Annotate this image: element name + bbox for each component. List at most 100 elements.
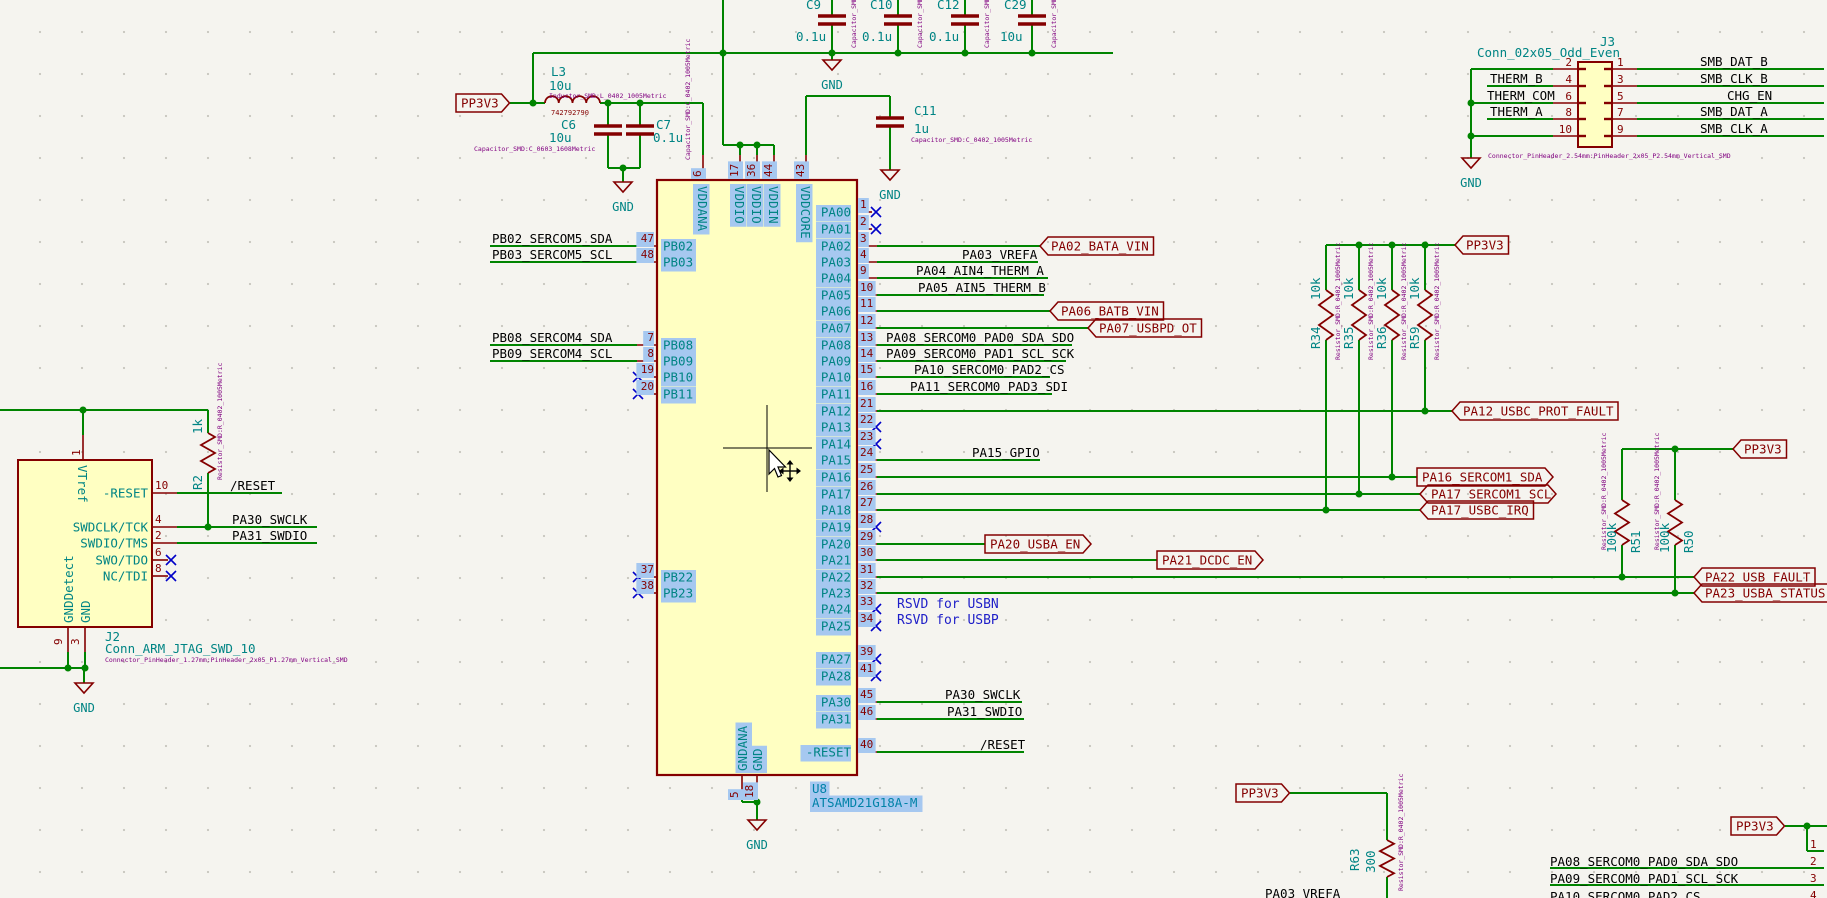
net-label[interactable]: SMB_CLK_B	[1700, 71, 1768, 86]
pin-number-PA17[interactable]: 26	[858, 480, 876, 495]
pin-number-VDDCORE[interactable]: 43	[794, 164, 807, 177]
power-label-pp3v3-text[interactable]: PP3V3	[461, 96, 499, 111]
pin-name-j2-10[interactable]: -RESET	[103, 486, 149, 501]
pin-number-j2-8[interactable]: 8	[155, 562, 162, 575]
pin-name-PA13[interactable]: PA13	[816, 420, 851, 437]
pin-name-PA18[interactable]: PA18	[821, 503, 851, 518]
hier-label-pa02_bata_vin-text[interactable]: PA02_BATA_VIN	[1051, 239, 1149, 254]
pin-name-GND[interactable]: GND	[750, 748, 765, 771]
pin-number-PA20[interactable]: 29	[858, 530, 876, 545]
pin-number-j2-9[interactable]: 9	[52, 638, 65, 645]
net-label[interactable]: CHG_EN	[1727, 88, 1772, 103]
net-label[interactable]: PA31_SWDIO	[232, 528, 307, 543]
hier-label-pa16_sercom1_sda[interactable]	[1416, 467, 1555, 487]
net-label[interactable]: PA30_SWCLK	[945, 687, 1021, 702]
pin-name-j2-9[interactable]: GNDDetect	[61, 555, 76, 623]
value-R59[interactable]: 10k	[1407, 277, 1422, 300]
value-R34[interactable]: 10k	[1308, 277, 1323, 300]
junction-dot[interactable]	[736, 141, 744, 149]
pin-number-PA21[interactable]: 30	[858, 546, 876, 561]
pin-name-PA14[interactable]: PA14	[821, 437, 851, 452]
pin-name-PA20[interactable]: PA20	[816, 537, 851, 554]
net-label[interactable]: /RESET	[980, 737, 1026, 752]
net-label[interactable]: PA03_VREFA	[1265, 886, 1341, 898]
pin-number-GNDANA[interactable]: 5	[728, 789, 743, 800]
gnd-symbol[interactable]	[1460, 157, 1482, 170]
pin-number-j2-1[interactable]: 1	[70, 449, 83, 456]
pin-number-PA04[interactable]: 9	[858, 264, 869, 279]
net-label[interactable]: PA03_VREFA	[1265, 886, 1341, 898]
value-C7[interactable]: 0.1u	[653, 130, 683, 145]
power-label-pp3v3[interactable]	[1731, 439, 1788, 459]
pin-number-edge-1[interactable]: 1	[1810, 838, 1817, 851]
pin-name-VDDIO[interactable]: VDDIO	[749, 186, 764, 224]
footprint-R59[interactable]: Resistor_SMD:R_0402_1005Metric	[1433, 243, 1441, 360]
pin-name-PA07[interactable]: PA07	[816, 321, 851, 338]
pin-name-PA11[interactable]: PA11	[816, 387, 851, 404]
net-label[interactable]: PA11_SERCOM0_PAD3_SDI	[910, 379, 1068, 394]
pin-number-PA08[interactable]: 13	[858, 331, 876, 346]
pin-number-PA09[interactable]: 14	[860, 347, 874, 360]
pin-number-VDDIO[interactable]: 36	[745, 164, 758, 177]
pin-number-j2-3[interactable]: 3	[69, 638, 82, 645]
value-C11[interactable]: 1u	[914, 121, 929, 136]
value-C12[interactable]: 0.1u	[929, 29, 959, 44]
net-label[interactable]: PB03_SERCOM5_SCL	[492, 247, 612, 262]
net-label[interactable]: PA30_SWCLK	[232, 512, 308, 527]
pin-name-GNDANA[interactable]: GNDANA	[735, 722, 752, 774]
net-label[interactable]: THERM_A	[1490, 104, 1543, 119]
ref-R2[interactable]: R2	[190, 475, 205, 490]
pin-name-j2-9[interactable]: GNDDetect	[61, 555, 76, 623]
pin-number-VDDANA[interactable]: 6	[691, 170, 704, 177]
net-label[interactable]: /RESET	[230, 478, 276, 493]
pin-name-PA27[interactable]: PA27	[816, 652, 851, 669]
pin-name-j2-1[interactable]: VTref	[75, 465, 90, 503]
ref-C9[interactable]: C9	[806, 0, 821, 12]
pin-name-j2-1[interactable]: VTref	[75, 465, 90, 503]
pin-name-PB22[interactable]: PB22	[663, 570, 693, 585]
pin-number-PA12[interactable]: 21	[858, 397, 876, 412]
pin-number-PB09[interactable]: 8	[647, 347, 654, 360]
value-R50[interactable]: 100k	[1657, 522, 1672, 553]
pin-name-j2-2[interactable]: SWDIO/TMS	[80, 536, 148, 551]
pin-number-j2-6[interactable]: 6	[155, 546, 162, 559]
hier-label-pa16_sercom1_sda-text[interactable]: PA16_SERCOM1_SDA	[1422, 470, 1543, 485]
value-R51[interactable]: 100k	[1604, 522, 1619, 553]
no-connect-icon[interactable]	[870, 670, 882, 682]
net-label[interactable]: PA30_SWCLK	[945, 687, 1021, 702]
pin-number-PA22[interactable]: 31	[860, 563, 873, 576]
pin-name-PA13[interactable]: PA13	[821, 420, 851, 435]
pin-name-j2-2[interactable]: SWDIO/TMS	[80, 536, 148, 551]
junction-dot[interactable]	[961, 49, 969, 57]
pin-number-PB08[interactable]: 7	[647, 331, 654, 344]
pin-number-PA27[interactable]: 39	[858, 645, 876, 660]
hier-label-pa22_usb_fault-text[interactable]: PA22_USB_FAULT	[1705, 570, 1811, 585]
ref-R50[interactable]: R50	[1681, 530, 1696, 553]
pin-number-PB10[interactable]: 19	[641, 363, 654, 376]
pin-number-VDDIN[interactable]: 44	[762, 161, 777, 179]
net-label[interactable]: PB03_SERCOM5_SCL	[492, 247, 612, 262]
pin-number-PB22[interactable]: 37	[641, 563, 654, 576]
inductor-L3[interactable]	[544, 95, 601, 104]
footprint-R2[interactable]: Resistor_SMD:R_0402_1005Metric	[216, 363, 224, 480]
value-L3[interactable]: 10u	[549, 78, 572, 93]
hier-label-pa17_sercom1_scl-text[interactable]: PA17_SERCOM1_SCL	[1431, 487, 1551, 502]
pin-name-GNDANA[interactable]: GNDANA	[735, 725, 750, 771]
pin-number-j3-6[interactable]: 6	[1565, 90, 1572, 103]
value-C12[interactable]: 0.1u	[929, 29, 959, 44]
pin-name-PA01[interactable]: PA01	[821, 222, 851, 237]
net-label[interactable]: PA09_SERCOM0_PAD1_SCL_SCK	[886, 346, 1075, 361]
pin-name-PA24[interactable]: PA24	[816, 602, 851, 619]
pin-number-PA05[interactable]: 10	[858, 281, 876, 296]
pin-name-PA12[interactable]: PA12	[821, 404, 851, 419]
pin-name-PA06[interactable]: PA06	[816, 304, 851, 321]
hier-label-pa07_usbpd_ot[interactable]	[1086, 318, 1203, 338]
pin-name-VDDIO[interactable]: VDDIO	[730, 184, 747, 227]
pin-name-PA21[interactable]: PA21	[821, 553, 851, 568]
value-R63[interactable]: 300	[1363, 850, 1378, 873]
pin-number-j3-8[interactable]: 8	[1565, 106, 1572, 119]
pin-number-PB23[interactable]: 38	[636, 579, 654, 594]
pin-name-VDDANA[interactable]: VDDANA	[693, 184, 710, 235]
ref-R63[interactable]: R63	[1347, 848, 1362, 871]
no-connect-icon[interactable]	[870, 620, 882, 632]
